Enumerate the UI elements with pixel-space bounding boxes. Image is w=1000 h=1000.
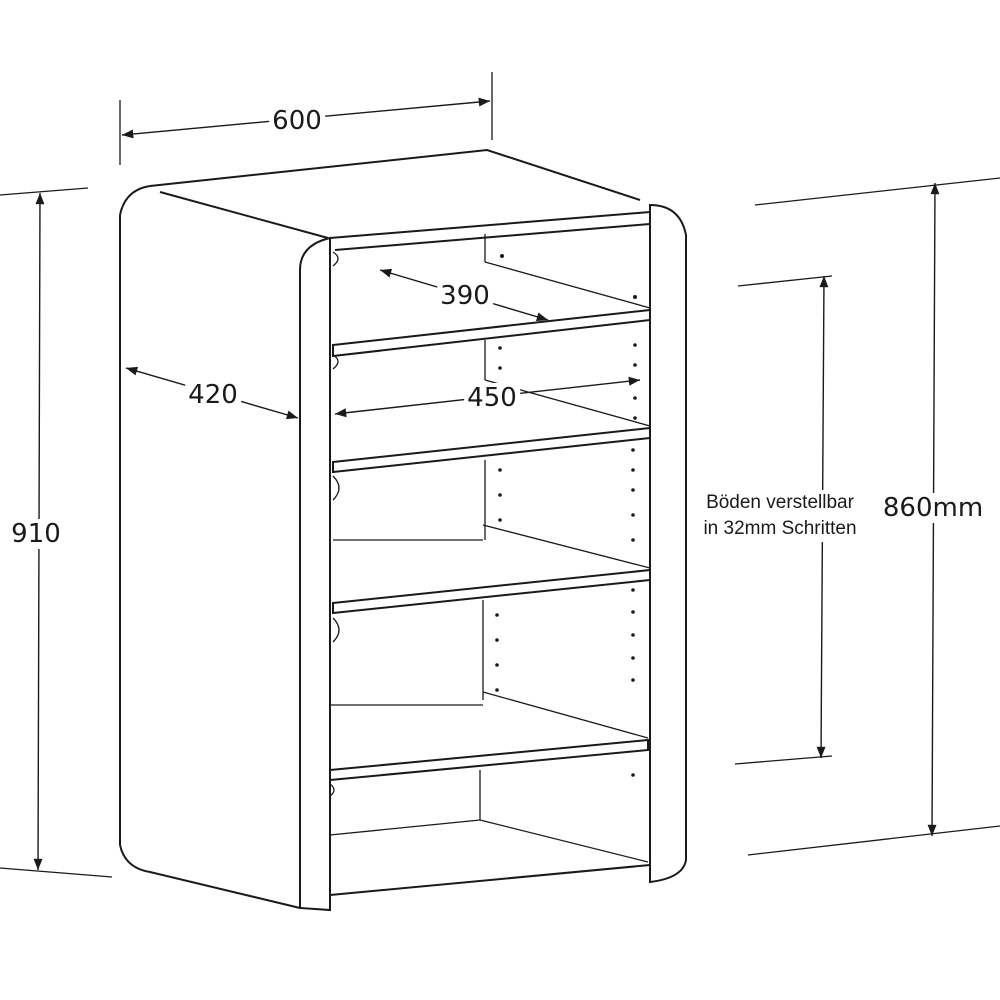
label-shelf-depth: 390 [437,281,493,311]
shelf [329,691,649,782]
shelf-connectors [329,251,340,797]
shelf [332,524,651,615]
label-adjustable-height: 860mm [879,493,987,523]
note-line-1: Böden verstellbar [706,492,854,513]
shelf-pin-holes [495,254,637,777]
label-inner-width: 450 [464,383,520,413]
bottom-panel [329,819,651,896]
label-side-depth: 420 [185,380,241,410]
note-adjustable-shelves: Böden verstellbar in 32mm Schritten [700,490,860,542]
cabinet [119,148,687,912]
label-width: 600 [269,106,325,136]
note-line-2: in 32mm Schritten [703,518,857,539]
label-height: 910 [8,519,64,549]
